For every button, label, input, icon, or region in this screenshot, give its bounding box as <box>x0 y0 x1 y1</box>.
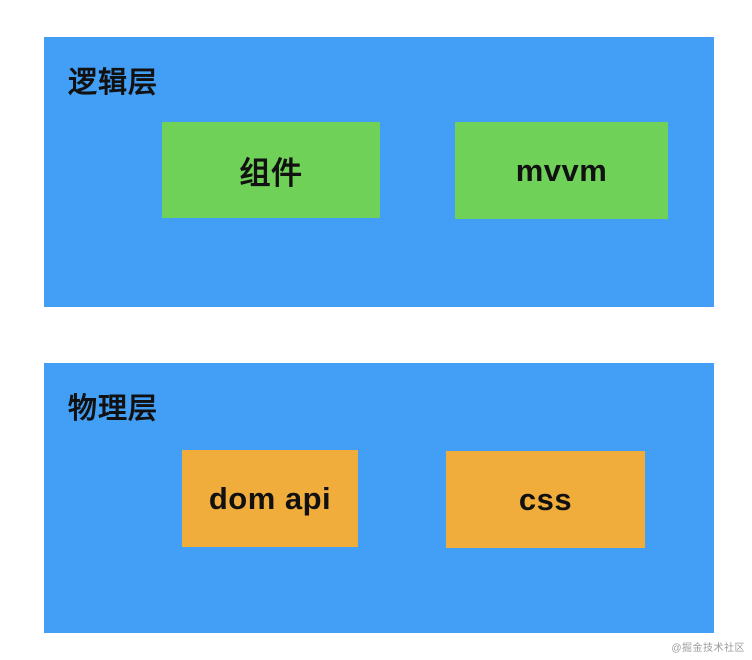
physical-layer-title: 物理层 <box>68 393 159 425</box>
logic-layer-title: 逻辑层 <box>68 67 159 99</box>
watermark: @掘金技术社区 <box>671 643 745 654</box>
physical-layer-panel: 物理层 dom api css <box>44 363 714 633</box>
dom-api-box: dom api <box>182 450 358 547</box>
logic-layer-panel: 逻辑层 组件 mvvm <box>44 37 714 307</box>
component-box: 组件 <box>162 122 380 218</box>
css-box: css <box>446 451 645 548</box>
mvvm-box: mvvm <box>455 122 668 219</box>
